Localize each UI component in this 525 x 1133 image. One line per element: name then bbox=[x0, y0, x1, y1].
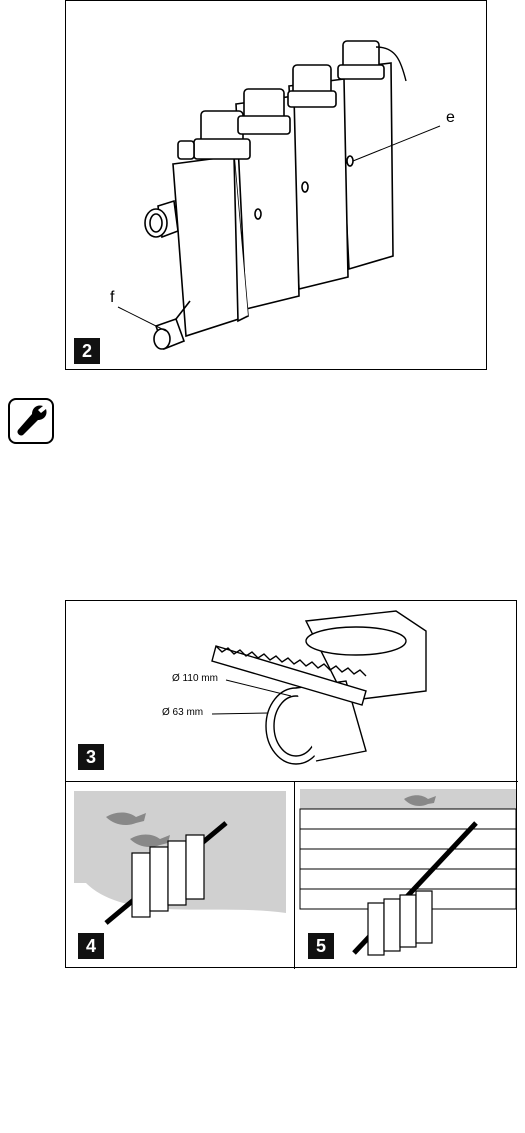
pipe-cutting-illustration bbox=[66, 601, 516, 781]
filter-modules-illustration bbox=[66, 1, 486, 369]
callout-e: e bbox=[446, 109, 455, 127]
dimension-110mm: Ø 110 mm bbox=[172, 673, 218, 684]
dimension-63mm: Ø 63 mm bbox=[162, 707, 203, 718]
figure-number-5: 5 bbox=[308, 933, 334, 959]
figure-number-4: 4 bbox=[78, 933, 104, 959]
figure-3-4-5: Ø 110 mm Ø 63 mm 3 4 bbox=[65, 600, 517, 968]
figure-divider-horizontal bbox=[66, 781, 518, 782]
figure-number-3: 3 bbox=[78, 744, 104, 770]
service-icon-box bbox=[8, 398, 54, 444]
callout-f: f bbox=[110, 289, 114, 307]
figure-number-2: 2 bbox=[74, 338, 100, 364]
wrench-icon bbox=[10, 400, 52, 442]
figure-divider-vertical bbox=[294, 781, 295, 969]
figure-2: e f 2 bbox=[65, 0, 487, 370]
